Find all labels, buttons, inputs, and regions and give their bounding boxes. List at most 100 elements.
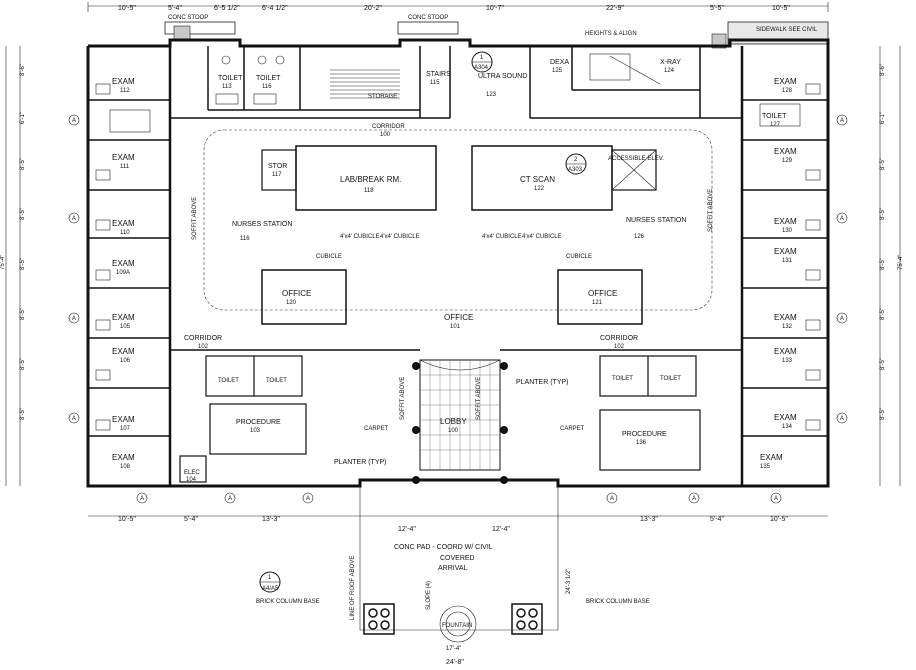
exam-106-num: 106 [120,358,131,364]
dim-right-8: 8'-5" [880,408,886,420]
ultra-num: 123 [486,92,497,98]
dim-top-9: 10'-5" [772,5,790,12]
exam-111-label: EXAM [112,153,135,162]
elevator-label: ACCESSIBLE ELEV. [608,156,664,162]
nurse-r-num: 126 [634,234,645,240]
exam-130-label: EXAM [774,217,797,226]
corridor-top-num: 100 [380,132,391,138]
exam-133-label: EXAM [774,347,797,356]
dim-bottom-8: 10'-5" [770,516,788,523]
toilet-r-label: TOILET [762,113,787,120]
office-r-num: 121 [592,300,603,306]
exam-105-num: 105 [120,324,131,330]
soffit-r: SOFFIT ABOVE [708,189,714,232]
exam-134-num: 134 [782,424,793,430]
dim-top-3: 6'-5 1/2" [214,5,240,12]
left-dimensions: 75'-4" 8'-6" 6'-1" 8'-5" 8'-5" 8'-5" 8'-… [0,46,26,486]
overall-height-r: 75'-4" [898,255,904,270]
toilet-a-num: 113 [222,84,232,90]
proc-l-label: PROCEDURE [236,419,281,426]
section-marker-2: 2 A303 [565,153,587,175]
grid-a-7: A [840,316,844,322]
dim-bottom-3: 13'-3" [262,516,280,523]
heights-note: HEIGHTS & ALIGN [585,31,637,37]
exam-109a-label: EXAM [112,259,135,268]
soffit-lobby-l: SOFFIT ABOVE [400,377,406,420]
grid-a-6: A [840,216,844,222]
dim-top-7: 22'-9" [606,5,624,12]
grid-a-5: A [840,118,844,124]
exam-106-label: EXAM [112,347,135,356]
planter-l-label: PLANTER (TYP) [334,459,387,466]
dim-right-3: 8'-5" [880,158,886,170]
exam-110-label: EXAM [112,219,135,228]
elec-label: ELEC [184,470,200,476]
exam-129-num: 129 [782,158,793,164]
dim-top-1: 10'-5" [118,5,136,12]
dexa-num: 125 [552,68,563,74]
section-marker-1: 1 A304 [471,51,493,73]
section-2-num: 2 [574,157,578,163]
corridor-top-label: CORRIDOR [372,124,405,130]
toilet-small-l2: TOILET [266,378,287,384]
depth-label: 24'-3 1/2" [566,569,572,594]
exam-128-num: 128 [782,88,793,94]
cubicle-r2-label: 4'x4' CUBICLE [522,234,562,240]
ultra-label: ULTRA SOUND [478,73,527,80]
dim-left-6: 8'-5" [20,308,26,320]
stoop-left [164,21,236,35]
arrival-label: ARRIVAL [438,565,468,572]
lab-num: 118 [364,188,374,194]
section-2-sheet: A303 [568,167,583,173]
pad-label: CONC PAD - COORD W/ CIVIL [394,544,493,551]
ct-label: CT SCAN [520,175,555,184]
dim-left-4: 8'-5" [20,208,26,220]
slope-label: SLOPE (4) [426,581,432,610]
section-1-sheet: A304 [474,65,489,71]
soffit-l: SOFFIT ABOVE [192,197,198,240]
grid-a-4: A [72,416,76,422]
lab-label: LAB/BREAK RM. [340,175,401,184]
lobby-label: LOBBY [440,417,467,426]
exam-112-label: EXAM [112,77,135,86]
elec-num: 104 [186,477,197,483]
grid-a-10: A [228,496,232,502]
overall-height: 75'-4" [0,255,6,270]
hatched-pad-left [173,25,191,41]
toilet-b-num: 116 [262,84,272,90]
exam-135-num: 135 [760,464,771,470]
exam-131-num: 131 [782,258,793,264]
dim-top-2: 5'-4" [168,5,182,12]
exam-129-label: EXAM [774,147,797,156]
right-wing [740,46,828,486]
dim-bottom-2: 5'-4" [184,516,198,523]
top-dimensions: 10'-5" 5'-4" 6'-5 1/2" 6'-4 1/2" 20'-2" … [87,2,829,12]
cubicle-single-r: CUBICLE [566,254,592,260]
nurse-r-label: NURSES STATION [626,217,686,224]
proc-l-num: 103 [250,428,261,434]
top-core: TOILET 113 TOILET 116 STAIRS 115 STORAGE… [170,46,787,128]
ct-num: 122 [534,186,545,192]
width-sub-label: 17'-4" [446,646,461,652]
width-label: 24'-8" [446,659,464,666]
bottom-dimensions: 10'-5" 5'-4" 13'-3" 12'-4" 12'-4" 13'-3"… [88,515,828,533]
center-block: LAB/BREAK RM. 118 CT SCAN 122 STOR 117 A… [261,145,664,260]
dim-bottom-6: 13'-3" [640,516,658,523]
exam-107-num: 107 [120,426,131,432]
grid-a-2: A [72,216,76,222]
exam-131-label: EXAM [774,247,797,256]
office-c-label: OFFICE [444,313,473,322]
left-wing [88,46,172,486]
proc-r-label: PROCEDURE [622,431,667,438]
dim-left-2: 6'-1" [20,112,26,124]
exam-110-num: 110 [120,230,130,236]
lobby-num: 100 [448,428,459,434]
dim-right-7: 8'-5" [880,358,886,370]
dim-right-6: 8'-5" [880,308,886,320]
exam-134-label: EXAM [774,413,797,422]
exam-111-num: 111 [120,164,130,170]
dim-left-3: 8'-5" [20,158,26,170]
lower-right-rooms: TOILET TOILET PROCEDURE 136 [599,355,701,471]
stoop-left-label: CONC STOOP [168,15,208,21]
